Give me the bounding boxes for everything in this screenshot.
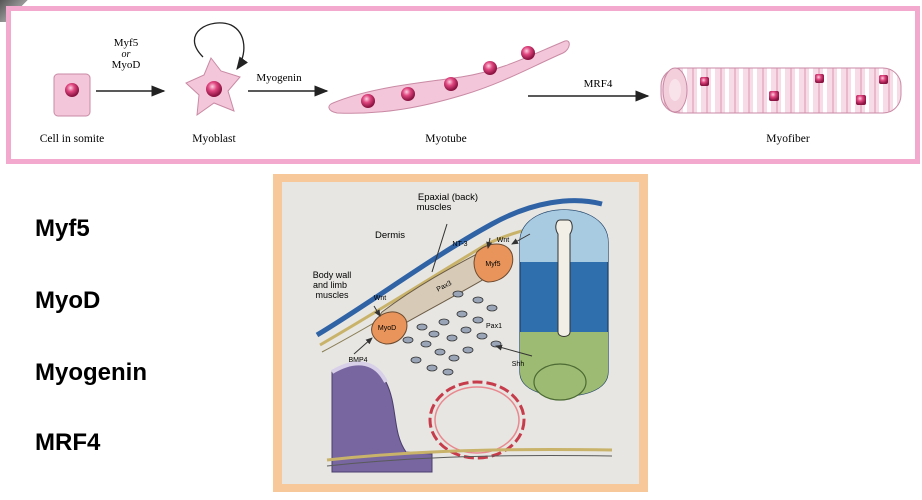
label-shh: Shh xyxy=(512,361,525,368)
somite-diagram: Epaxial (back) muscles Dermis NT-3 Wnt M… xyxy=(313,192,613,473)
myotube xyxy=(328,40,570,114)
somite-diagram-frame: Epaxial (back) muscles Dermis NT-3 Wnt M… xyxy=(273,174,648,492)
arrow2-label-myogenin: Myogenin xyxy=(256,72,302,84)
arrow1-label-or: or xyxy=(122,49,131,60)
stage-label-myoblast: Myoblast xyxy=(192,133,236,145)
label-body-wall: Body wall xyxy=(313,270,352,280)
myoblast xyxy=(185,22,249,117)
somite-cell-nucleus xyxy=(65,83,79,97)
label-myod: MyoD xyxy=(378,325,396,332)
arrow1-label-myod: MyoD xyxy=(112,59,141,71)
ectoderm xyxy=(315,198,603,338)
label-epaxial-muscles: muscles xyxy=(417,202,452,213)
myofiber xyxy=(660,67,902,114)
dorsal-aorta xyxy=(428,380,526,460)
pathway-diagram: Myf5 or MyoD Myogenin MRF4 xyxy=(40,22,902,145)
gene-myod: MyoD xyxy=(35,287,101,314)
label-pax1: Pax1 xyxy=(486,323,502,330)
label-muscles: muscles xyxy=(315,290,349,300)
sclerotome-cells xyxy=(402,290,502,376)
somite-diagram-photo: Epaxial (back) muscles Dermis NT-3 Wnt M… xyxy=(282,182,639,484)
label-nt3: NT-3 xyxy=(452,241,467,248)
label-and-limb: and limb xyxy=(313,280,347,290)
myogenesis-pathway-panel: Myf5 or MyoD Myogenin MRF4 xyxy=(6,6,920,164)
label-dermis: Dermis xyxy=(375,230,405,241)
stage-label-myofiber: Myofiber xyxy=(766,133,810,145)
label-wnt-left: Wnt xyxy=(374,295,387,302)
label-bmp4: BMP4 xyxy=(348,357,367,364)
somite-cell xyxy=(53,73,91,117)
myf5-domain xyxy=(473,243,514,283)
label-myf5: Myf5 xyxy=(485,261,500,268)
gene-myogenin: Myogenin xyxy=(35,359,147,386)
self-renewal-arrow xyxy=(194,22,249,71)
arrow3-label-mrf4: MRF4 xyxy=(584,78,613,90)
myoblast-nucleus xyxy=(206,81,222,97)
stage-label-cell-in-somite: Cell in somite xyxy=(40,133,105,145)
endoderm-line xyxy=(326,447,613,462)
label-epaxial: Epaxial (back) xyxy=(418,192,478,203)
gene-mrf4: MRF4 xyxy=(35,429,101,456)
notochord xyxy=(533,363,587,401)
arrow1-label-myf5: Myf5 xyxy=(114,37,139,49)
gene-myf5: Myf5 xyxy=(35,215,90,242)
label-wnt-top: Wnt xyxy=(497,237,510,244)
stage-label-myotube: Myotube xyxy=(425,133,467,145)
myod-domain xyxy=(371,311,408,345)
